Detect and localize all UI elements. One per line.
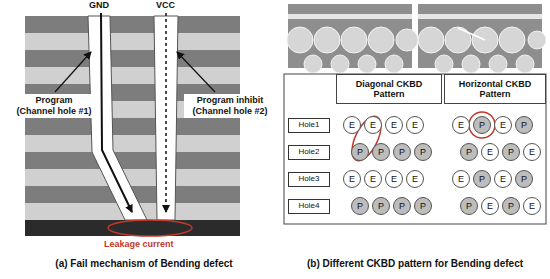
cell-circle: P <box>372 143 390 161</box>
cell-state: E <box>370 175 376 184</box>
leakage-label: Leakage current <box>104 239 174 250</box>
leader-arrow <box>177 52 215 92</box>
pattern-header: Horizontal CKBD Pattern <box>444 74 546 104</box>
sem-holes <box>287 27 418 73</box>
cell-circle: E <box>452 116 470 134</box>
sub-caption: (a) Fail mechanism of Bending defect <box>8 258 280 270</box>
sem-streak <box>418 14 542 19</box>
cell-circle: E <box>385 116 403 134</box>
cell-circle: E <box>406 170 424 188</box>
cell-circle: P <box>460 197 478 215</box>
cell-state: E <box>487 202 493 211</box>
sub-caption: (b) Different CKBD pattern for Bending d… <box>283 258 547 270</box>
cell-state: P <box>420 202 426 211</box>
hole-label-box: Hole3 <box>288 172 330 187</box>
hole-label-box: Hole2 <box>288 145 330 160</box>
node-text: Hole4 <box>299 202 320 210</box>
cell-state: E <box>500 175 506 184</box>
callout-label: Program inhibit (Channel hole #2) <box>184 94 276 118</box>
cell-circle: P <box>473 170 491 188</box>
gnd-wire <box>101 13 132 212</box>
cell-state: P <box>508 148 514 157</box>
node-text: Hole1 <box>299 121 320 129</box>
signal-name: VCC <box>156 0 175 11</box>
cell-circle: P <box>351 143 369 161</box>
cell-circle: P <box>502 143 520 161</box>
cell-state: P <box>479 121 485 130</box>
cell-state: P <box>357 148 363 157</box>
leader-arrow <box>55 52 91 92</box>
node-text: Diagonal CKBD Pattern <box>340 79 438 100</box>
cell-circle: E <box>523 197 541 215</box>
cell-circle: P <box>473 116 491 134</box>
cell-state: P <box>399 148 405 157</box>
defect-circle <box>469 112 495 138</box>
bent-channel-hole <box>88 16 147 220</box>
node-text: Hole3 <box>299 175 320 183</box>
cell-state: P <box>479 175 485 184</box>
cell-state: P <box>357 202 363 211</box>
hole-label-box: Hole1 <box>288 118 330 133</box>
cell-state: P <box>378 202 384 211</box>
cell-state: E <box>349 121 355 130</box>
cell-circle: P <box>414 143 432 161</box>
node-text: Horizontal CKBD Pattern <box>448 79 542 100</box>
cell-state: E <box>349 175 355 184</box>
cell-circle: E <box>364 116 382 134</box>
cell-circle: E <box>523 143 541 161</box>
cell-circle: P <box>460 143 478 161</box>
cell-state: P <box>508 202 514 211</box>
vcc-wire <box>165 13 167 212</box>
cell-circle: P <box>515 170 533 188</box>
pattern-table <box>284 74 546 224</box>
cell-circle: E <box>343 116 361 134</box>
cell-state: E <box>500 121 506 130</box>
cell-state: P <box>399 202 405 211</box>
cell-circle: P <box>393 197 411 215</box>
cell-circle: P <box>414 197 432 215</box>
pattern-header: Diagonal CKBD Pattern <box>336 74 442 104</box>
cell-circle: E <box>406 116 424 134</box>
cell-circle: P <box>372 197 390 215</box>
cell-state: P <box>521 121 527 130</box>
cell-circle: E <box>494 116 512 134</box>
callout-label: Program (Channel hole #1) <box>14 94 94 118</box>
leakage-ellipse <box>108 220 192 236</box>
node-text: Hole2 <box>299 148 320 156</box>
cell-state: E <box>487 148 493 157</box>
sem-streak <box>288 14 412 19</box>
cell-state: E <box>529 148 535 157</box>
cell-state: E <box>391 121 397 130</box>
cell-state: P <box>378 148 384 157</box>
cell-state: E <box>458 121 464 130</box>
cell-circle: E <box>481 197 499 215</box>
cell-circle: E <box>452 170 470 188</box>
cell-state: E <box>458 175 464 184</box>
cell-circle: E <box>385 170 403 188</box>
cell-circle: P <box>502 197 520 215</box>
word-line-stack <box>25 16 240 220</box>
cell-circle: E <box>343 170 361 188</box>
sem-crack <box>458 28 485 40</box>
cell-circle: E <box>481 143 499 161</box>
cell-state: E <box>529 202 535 211</box>
cell-state: E <box>412 121 418 130</box>
hole-label-box: Hole4 <box>288 199 330 214</box>
substrate <box>25 220 240 236</box>
cell-circle: P <box>515 116 533 134</box>
signal-name: GND <box>89 0 109 11</box>
cell-state: E <box>412 175 418 184</box>
cell-circle: P <box>351 197 369 215</box>
cell-state: P <box>466 202 472 211</box>
cell-circle: E <box>364 170 382 188</box>
sem-holes <box>418 27 546 73</box>
cell-state: P <box>420 148 426 157</box>
cell-state: E <box>370 121 376 130</box>
cell-circle: E <box>494 170 512 188</box>
cell-circle: P <box>393 143 411 161</box>
cell-state: P <box>521 175 527 184</box>
cell-state: E <box>391 175 397 184</box>
cell-state: P <box>466 148 472 157</box>
